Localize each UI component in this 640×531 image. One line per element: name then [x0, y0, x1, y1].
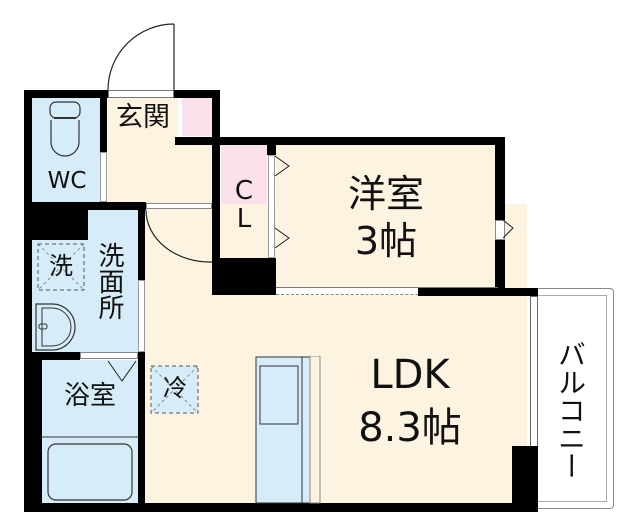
wall-closet-right	[267, 145, 276, 155]
wall-entrance-top-right	[174, 90, 220, 98]
bath-door[interactable]	[80, 352, 138, 359]
kitchen-counter-icon	[255, 356, 321, 504]
wall-shoe-closet-right	[212, 90, 220, 295]
ldk-label: LDK	[370, 352, 450, 398]
wall-left	[24, 90, 32, 512]
wall-closet-bottom	[212, 258, 276, 295]
wall-wc-top	[24, 90, 108, 98]
western-sliding-door[interactable]	[276, 287, 498, 295]
fridge-space-label: 冷	[163, 374, 187, 402]
ldk-door-opening[interactable]	[146, 203, 212, 209]
bathroom-label: 浴室	[63, 381, 116, 411]
western-window[interactable]	[495, 220, 505, 240]
wall-wc-right	[100, 90, 107, 152]
washbasin-icon	[35, 303, 76, 351]
wall-bottom	[24, 503, 538, 512]
hallway	[108, 140, 212, 204]
wall-bath-top	[24, 352, 80, 360]
toilet-icon	[49, 101, 81, 157]
balcony	[538, 288, 614, 509]
bath-door-swing-icon	[107, 360, 137, 382]
entry-door-opening[interactable]	[108, 90, 174, 98]
ldk-room	[145, 204, 527, 504]
wall-washroom-right	[138, 210, 145, 280]
entrance-area	[108, 98, 178, 140]
closet-door[interactable]	[268, 155, 275, 258]
washroom-label: 洗面所	[94, 242, 124, 320]
western-room-label: 洋室	[347, 172, 424, 216]
ldk-size: 8.3帖	[358, 405, 462, 451]
wall-western-right	[495, 137, 505, 288]
western-room-size: 3帖	[354, 219, 418, 263]
closet-label-c: C	[234, 176, 254, 206]
wc-room	[32, 98, 102, 202]
entrance-label: 玄関	[116, 102, 170, 133]
hall-door-swing-icon	[145, 209, 213, 263]
bathtub-icon	[42, 436, 138, 501]
wall-bath-left	[24, 352, 42, 512]
washer-space-label: 洗	[49, 252, 73, 280]
entry-door-swing-icon	[107, 23, 175, 91]
window-swing-icon	[503, 219, 514, 239]
balcony-label: バルコニー	[554, 340, 587, 480]
wc-sliding-door[interactable]	[100, 152, 107, 202]
fridge-space-icon	[150, 365, 199, 414]
wall-wc-bottom	[24, 202, 146, 210]
washer-space-icon	[37, 243, 85, 291]
closet-label-l: L	[236, 204, 252, 234]
washroom-sliding-door[interactable]	[138, 280, 145, 352]
wall-western-bottom	[418, 288, 538, 296]
closet-door-swing-icon	[275, 155, 290, 249]
wall-bath-right	[138, 352, 145, 512]
wall-ldk-corner	[512, 446, 538, 512]
wc-label: WC	[47, 168, 87, 194]
bathroom	[42, 360, 138, 504]
balcony-window[interactable]	[530, 296, 538, 458]
shoe-closet	[182, 98, 212, 136]
wall-entrance-step	[175, 137, 505, 145]
wall-washroom-block	[32, 210, 88, 240]
